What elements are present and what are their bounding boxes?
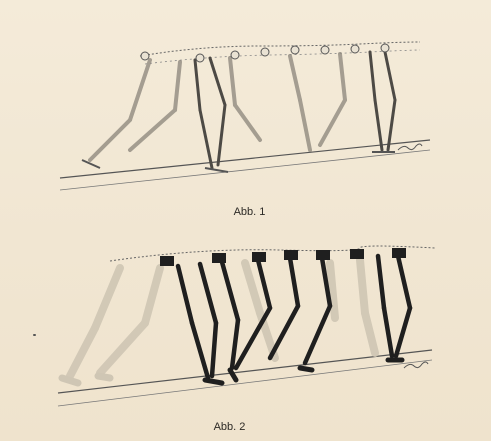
leg-segment bbox=[375, 100, 382, 150]
hip-joint bbox=[321, 46, 329, 54]
highlighted-leg-segment bbox=[378, 256, 384, 308]
hip-joint bbox=[196, 54, 204, 62]
shadow-leg-segment bbox=[70, 328, 95, 376]
highlighted-leg-segment bbox=[192, 323, 208, 378]
hip-joint bbox=[231, 51, 239, 59]
leg-segment bbox=[340, 54, 345, 100]
highlighted-leg-segment bbox=[232, 320, 238, 368]
foot bbox=[300, 368, 312, 370]
hip-block bbox=[392, 248, 406, 258]
shadow-foot bbox=[62, 378, 78, 383]
hip-block bbox=[350, 249, 364, 259]
highlighted-leg-segment bbox=[178, 266, 192, 323]
hip-block bbox=[316, 250, 330, 260]
figure-2-caption: Abb. 2 bbox=[0, 421, 475, 433]
highlighted-leg-segment bbox=[305, 306, 330, 363]
leg-segment bbox=[320, 100, 345, 145]
shadow-foot bbox=[98, 376, 110, 378]
highlighted-leg-segment bbox=[384, 308, 392, 356]
figure-2-illustration bbox=[0, 228, 491, 418]
shadow-leg-segment bbox=[245, 263, 260, 313]
shadow-leg-segment bbox=[365, 313, 375, 353]
leg-segment bbox=[230, 58, 235, 105]
leg-segment bbox=[218, 105, 225, 165]
leg-segment bbox=[385, 52, 395, 100]
leg-segment bbox=[235, 105, 260, 140]
back-contour bbox=[110, 246, 435, 261]
foot bbox=[205, 168, 228, 172]
highlighted-leg-segment bbox=[290, 258, 298, 306]
leg-segment bbox=[90, 120, 130, 160]
highlighted-leg-segment bbox=[398, 256, 410, 308]
leg-segment bbox=[130, 60, 150, 120]
leg-segment bbox=[175, 62, 180, 110]
ground-line bbox=[60, 140, 430, 178]
hip-joint bbox=[351, 45, 359, 53]
figure-1-illustration bbox=[0, 0, 491, 205]
hip-joint bbox=[381, 44, 389, 52]
back-contour bbox=[145, 50, 420, 64]
hip-block bbox=[284, 250, 298, 260]
highlighted-leg-segment bbox=[212, 323, 216, 376]
leg-segment bbox=[200, 110, 212, 168]
hip-block bbox=[160, 256, 174, 266]
leg-segment bbox=[388, 100, 395, 150]
shadow-leg-segment bbox=[145, 268, 160, 323]
hip-block bbox=[252, 252, 266, 262]
hip-joint bbox=[261, 48, 269, 56]
shadow-leg-segment bbox=[100, 323, 145, 373]
highlighted-leg-segment bbox=[396, 308, 410, 356]
artist-signature bbox=[398, 144, 422, 150]
foot bbox=[230, 370, 236, 380]
leg-segment bbox=[195, 60, 200, 110]
print-speck bbox=[33, 334, 36, 336]
highlighted-leg-segment bbox=[222, 262, 238, 320]
leg-segment bbox=[300, 100, 310, 150]
ground-line bbox=[60, 150, 430, 190]
ground-line bbox=[58, 360, 432, 406]
back-contour bbox=[140, 42, 420, 56]
shadow-leg-segment bbox=[95, 268, 120, 328]
highlighted-leg-segment bbox=[270, 306, 298, 358]
shadow-leg-segment bbox=[360, 260, 365, 313]
leg-segment bbox=[290, 56, 300, 100]
figure-1-caption: Abb. 1 bbox=[4, 206, 491, 218]
hip-joint bbox=[141, 52, 149, 60]
hip-joint bbox=[291, 46, 299, 54]
leg-segment bbox=[370, 52, 375, 100]
hip-block bbox=[212, 253, 226, 263]
leg-segment bbox=[130, 110, 175, 150]
foot bbox=[205, 380, 222, 383]
highlighted-leg-segment bbox=[200, 264, 216, 323]
leg-segment bbox=[210, 58, 225, 105]
